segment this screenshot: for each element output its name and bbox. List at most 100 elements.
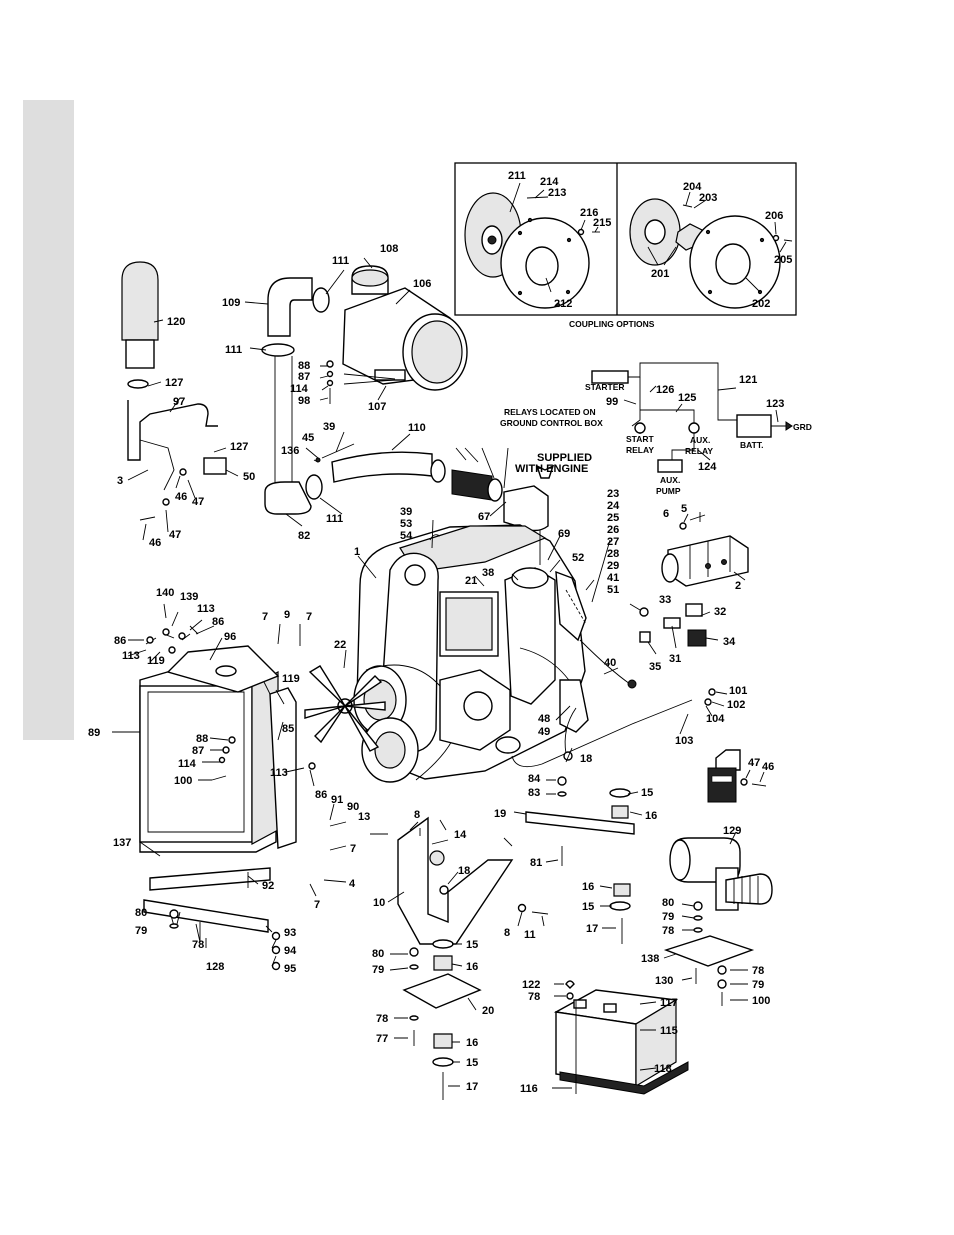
callout-126: 126	[656, 384, 674, 396]
callout-118: 118	[654, 1063, 672, 1075]
callout-40: 40	[604, 657, 616, 669]
callout-79a: 79	[662, 911, 674, 923]
callout-127a: 127	[165, 377, 183, 389]
callout-82: 82	[298, 530, 310, 542]
callout-19: 19	[494, 808, 506, 820]
callout-109: 109	[222, 297, 240, 309]
callout-216: 216	[580, 207, 598, 219]
callout-92: 92	[262, 880, 274, 892]
callout-17b: 17	[466, 1081, 478, 1093]
callout-84: 84	[528, 773, 541, 785]
precleaner-pipe-group: 120 127 97 127 3 50 46 47 46 47	[117, 261, 255, 549]
radiator-group: 89 140 139 113 86 86 113 119 96 7 9 7 11…	[88, 587, 359, 975]
callout-33: 33	[659, 594, 671, 606]
callout-98: 98	[298, 395, 310, 407]
callout-16b: 16	[582, 881, 594, 893]
callout-88a: 88	[298, 360, 310, 372]
callout-123: 123	[766, 398, 784, 410]
callout-26: 26	[607, 524, 619, 536]
callout-13: 13	[358, 811, 370, 823]
callout-120: 120	[167, 316, 185, 328]
ground-label: GRD	[793, 422, 812, 432]
callout-78e: 78	[376, 1013, 388, 1025]
callout-47a: 47	[192, 496, 204, 508]
aux-pump-label-1: AUX.	[660, 475, 680, 485]
callout-16c: 16	[466, 961, 478, 973]
callout-116: 116	[520, 1083, 538, 1095]
callout-214: 214	[540, 176, 559, 188]
callout-205: 205	[774, 254, 792, 266]
callout-215: 215	[593, 217, 611, 229]
start-relay-label-1: START	[626, 434, 655, 444]
callout-95: 95	[284, 963, 296, 975]
callout-87b: 87	[192, 745, 204, 757]
callout-119a: 119	[147, 655, 165, 667]
callout-99: 99	[606, 396, 618, 408]
callout-212: 212	[554, 298, 572, 310]
callout-47b: 47	[169, 529, 181, 541]
callout-86b: 86	[114, 635, 126, 647]
radiator-bottom-hardware	[169, 872, 281, 971]
callout-100a: 100	[174, 775, 192, 787]
air-cleaner-group: 108 111 106 109 111 88 87 114 98 107	[222, 243, 468, 515]
intake-hose-group: 45 39 136 110 82 111 67 SUPPLIED WITH EN…	[281, 421, 592, 542]
callout-2: 2	[735, 580, 741, 592]
engine-mount-group: 13 8 14 18 10 8 11 84 83 15 19 16 81 16 …	[358, 773, 657, 1100]
callout-91: 91	[331, 794, 343, 806]
callout-100b: 100	[752, 995, 770, 1007]
callout-80a: 80	[662, 897, 674, 909]
callout-7a: 7	[262, 611, 268, 623]
callout-107: 107	[368, 401, 386, 413]
callout-114b: 114	[178, 758, 197, 770]
callout-213: 213	[548, 187, 566, 199]
callout-96: 96	[224, 631, 236, 643]
callout-129: 129	[723, 825, 741, 837]
aux-relay-label-2: RELAY	[685, 446, 713, 456]
flywheel-coupling-left	[464, 192, 600, 309]
coupling-options-box: 211 214 213 216 215 212 201 204 203 206 …	[454, 162, 797, 316]
callout-16d: 16	[466, 1037, 478, 1049]
wiring-schematic: STARTER RELAYS LOCATED ON GROUND CONTROL…	[500, 362, 812, 496]
callout-53: 53	[400, 518, 412, 530]
cooling-fan	[304, 665, 386, 752]
callout-85: 85	[282, 723, 294, 735]
callout-111c: 111	[326, 513, 343, 525]
callout-119b: 119	[282, 673, 300, 685]
callout-115: 115	[660, 1025, 678, 1037]
callout-78a: 78	[662, 925, 674, 937]
callout-88b: 88	[196, 733, 208, 745]
callout-34: 34	[723, 636, 736, 648]
callout-52: 52	[572, 552, 584, 564]
callout-49: 49	[538, 726, 550, 738]
muffler-group: 129 80 79 78 138 130 78 79 100	[641, 825, 773, 1007]
callout-6: 6	[663, 508, 669, 520]
callout-79b: 79	[135, 925, 147, 937]
callout-80b: 80	[135, 907, 147, 919]
callout-111b: 111	[225, 344, 242, 356]
callout-20: 20	[482, 1005, 494, 1017]
callout-211: 211	[508, 170, 526, 182]
callout-3: 3	[117, 475, 123, 487]
callout-24: 24	[607, 500, 620, 512]
callout-203: 203	[699, 192, 717, 204]
callout-137: 137	[113, 837, 131, 849]
callout-54: 54	[400, 530, 413, 542]
throttle-cable: 18 103 101 102 104	[511, 685, 747, 768]
callout-45: 45	[302, 432, 314, 444]
hydraulic-pump-group: 6 5 2 33 32 34 31 35	[629, 503, 749, 673]
callout-41: 41	[607, 572, 619, 584]
callout-101: 101	[729, 685, 747, 697]
callout-140: 140	[156, 587, 174, 599]
callout-46a: 46	[175, 491, 187, 503]
callout-78c: 78	[752, 965, 764, 977]
callout-111a: 111	[332, 255, 349, 267]
callout-78b: 78	[192, 939, 204, 951]
callout-4: 4	[349, 878, 356, 890]
callout-5: 5	[681, 503, 687, 515]
relays-note-1: RELAYS LOCATED ON	[504, 407, 596, 417]
callout-204: 204	[683, 181, 702, 193]
flywheel-coupling-right	[629, 198, 793, 309]
callout-25: 25	[607, 512, 619, 524]
side-tab-band	[23, 100, 74, 740]
